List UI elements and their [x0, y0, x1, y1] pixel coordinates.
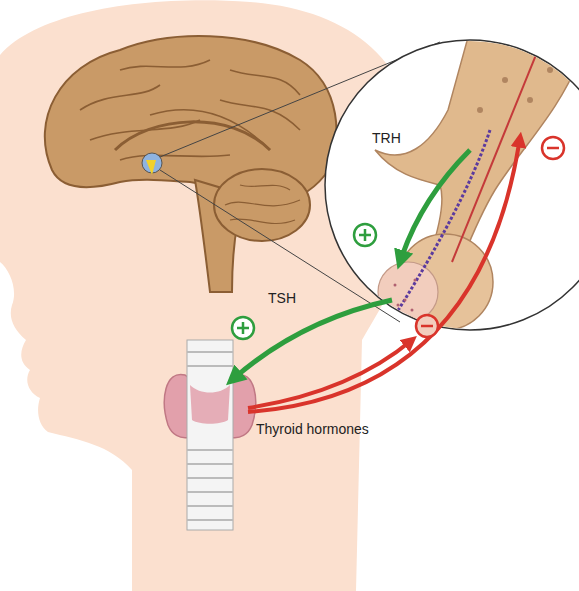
cell-dots — [394, 279, 417, 312]
feedback-arrow — [248, 138, 520, 412]
trachea — [187, 340, 233, 530]
plus-sign — [354, 224, 376, 246]
pituitary-marker-yellow — [146, 160, 156, 175]
hormone-label: TSH — [268, 290, 296, 306]
trh-arrow — [400, 150, 470, 262]
thyroid-front — [190, 385, 230, 424]
neurons — [477, 67, 553, 113]
portal-vessel — [392, 130, 490, 320]
hypothalamus — [375, 30, 579, 260]
hormone-label: TRH — [372, 130, 401, 146]
hormone-label: Thyroid hormones — [256, 421, 369, 437]
cerebellum — [214, 169, 310, 241]
corpus-callosum — [115, 122, 270, 150]
minus-sign — [542, 137, 564, 159]
plus-sign — [232, 317, 254, 339]
head-silhouette — [0, 0, 418, 591]
minus-sign — [416, 315, 438, 337]
